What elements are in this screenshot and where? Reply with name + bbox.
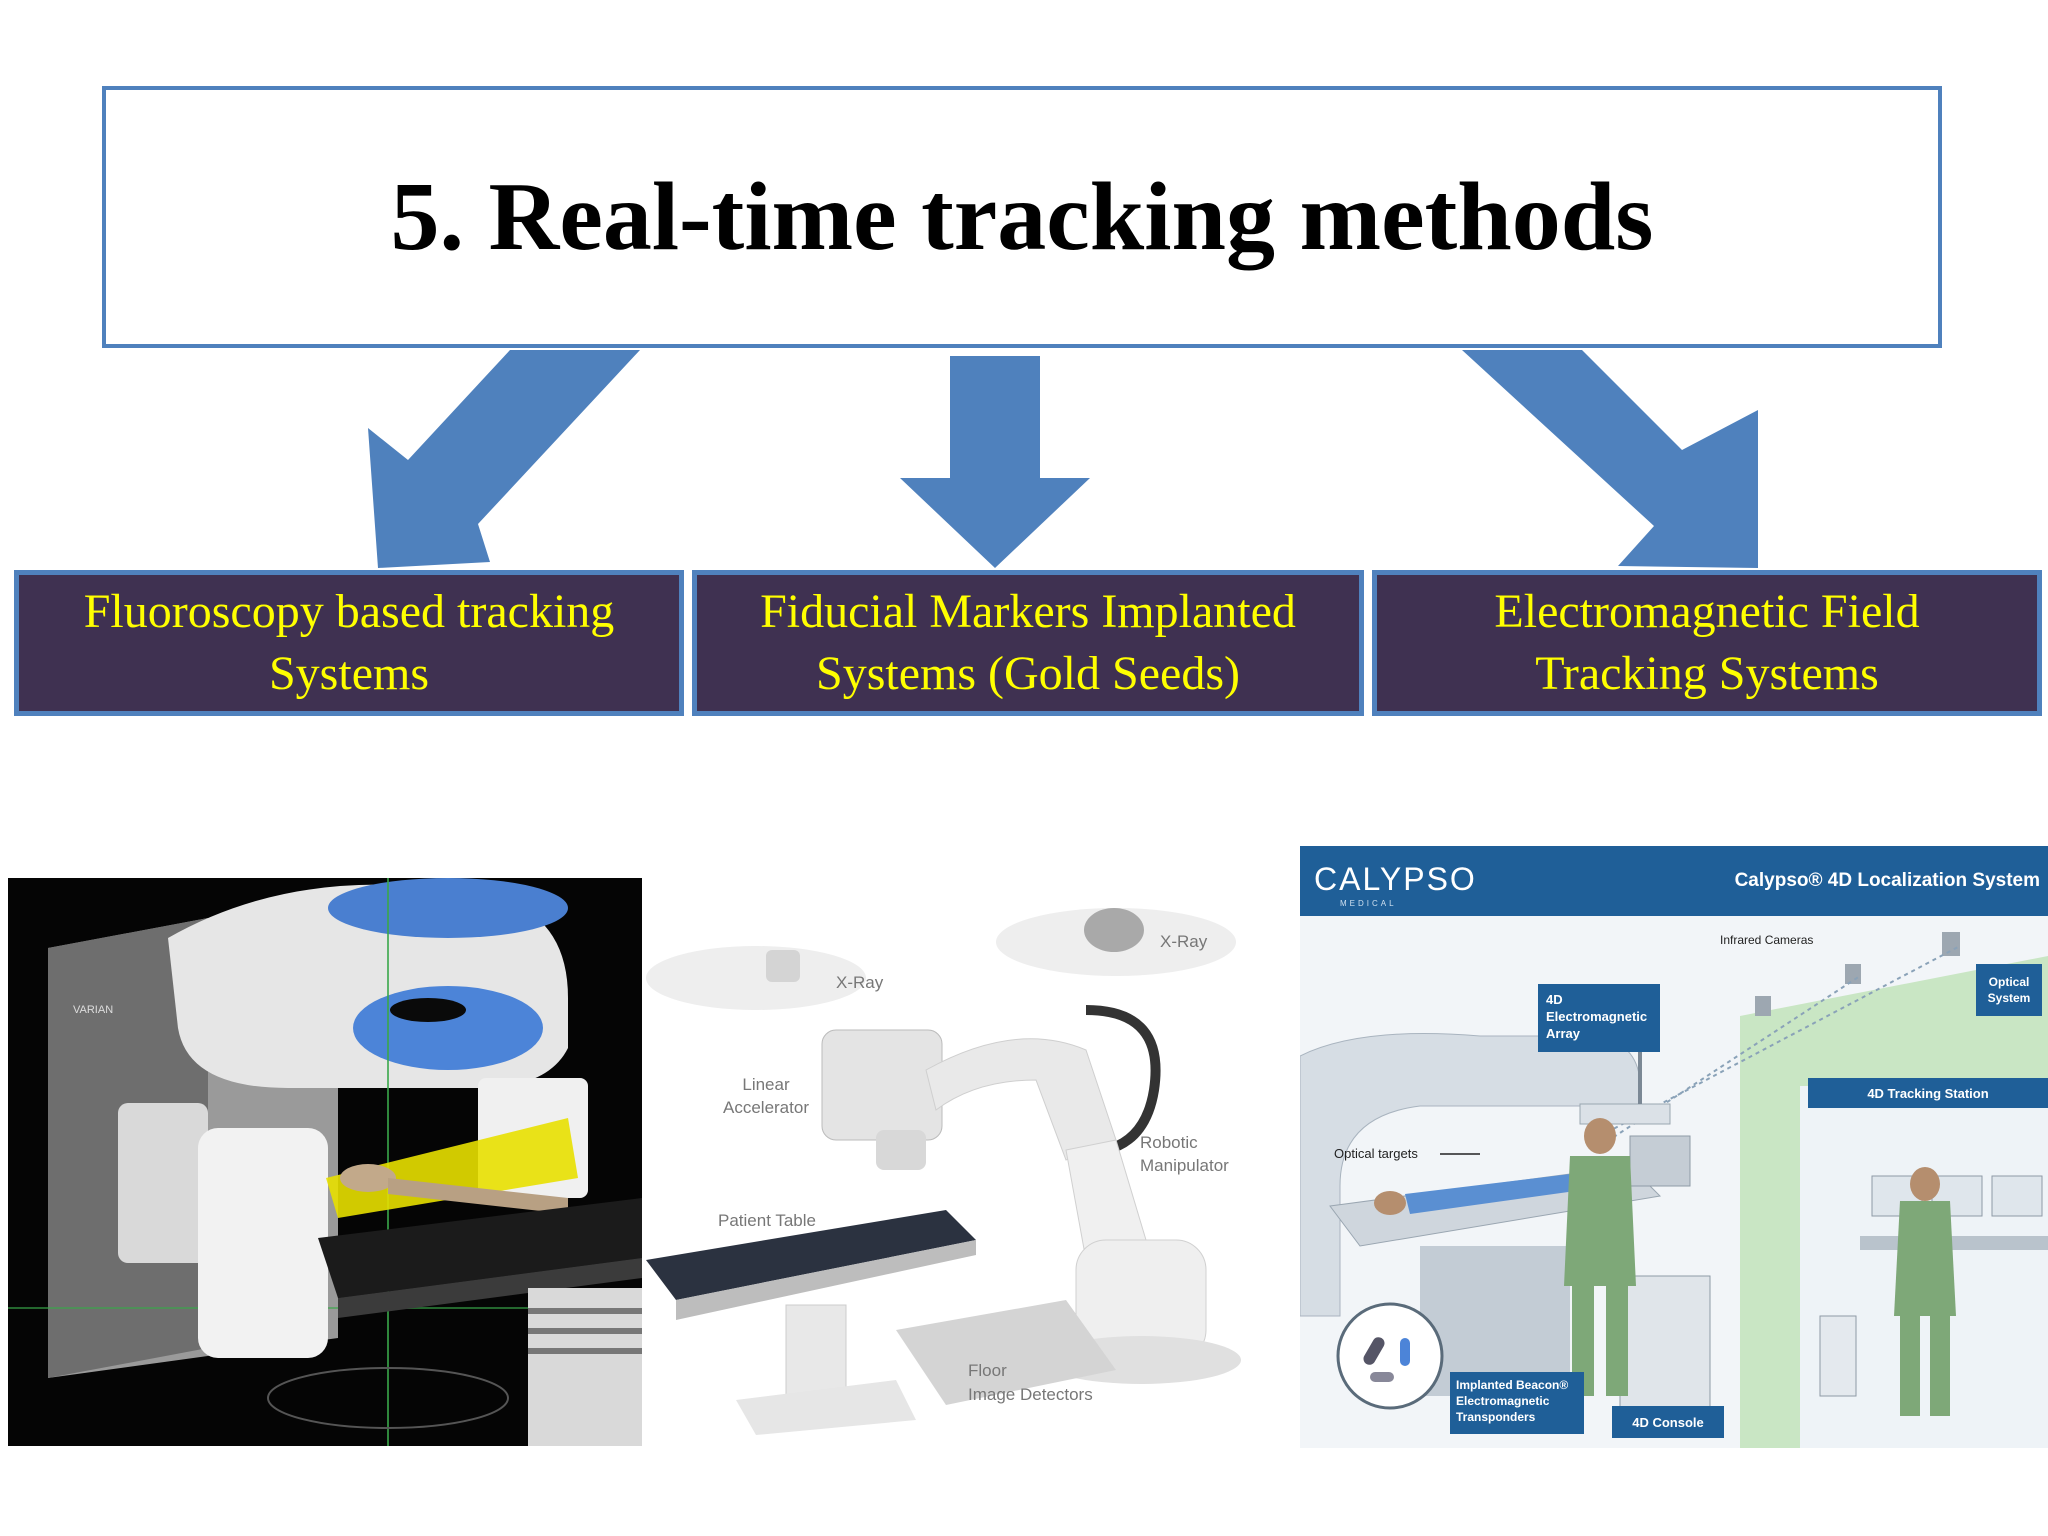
linac-image: VARIAN [8,878,642,1446]
arrow-center [900,356,1090,568]
linac-label-1: Linear [742,1075,790,1094]
floor-label-1: Floor [968,1361,1007,1380]
em-array-label-2: Electromagnetic [1546,1009,1647,1024]
optical-system-label-1: Optical [1989,975,2030,989]
slide-title: 5. Real-time tracking methods [390,163,1654,271]
patient-table-label: Patient Table [718,1211,816,1230]
arrow-right [1462,350,1758,568]
method-fiducial: Fiducial Markers Implanted Systems (Gold… [692,570,1364,716]
method-fiducial-label: Fiducial Markers Implanted Systems (Gold… [760,585,1296,700]
tracking-station-label: 4D Tracking Station [1867,1086,1988,1101]
em-array-label-3: Array [1546,1026,1581,1041]
method-electromagnetic-label: Electromagnetic Field Tracking Systems [1494,585,1920,700]
beacon-label-3: Transponders [1456,1410,1536,1424]
method-fluoroscopy: Fluoroscopy based tracking Systems [14,570,684,716]
method-fluoroscopy-label: Fluoroscopy based tracking Systems [83,585,615,700]
arrows-layer [368,350,1758,568]
arrow-left [368,350,640,568]
calypso-header: Calypso® 4D Localization System [1735,870,2040,891]
beacon-label-1: Implanted Beacon® [1456,1378,1568,1392]
robot-label-2: Manipulator [1140,1156,1229,1175]
xray-right-label: X-Ray [1160,932,1208,951]
calypso-image: CALYPSO MEDICAL Calypso® 4D Localization… [1300,846,2048,1448]
floor-label-2: Image Detectors [968,1385,1093,1404]
optical-targets-label: Optical targets [1334,1146,1418,1161]
method-electromagnetic: Electromagnetic Field Tracking Systems [1372,570,2042,716]
robot-label-1: Robotic [1140,1133,1198,1152]
em-array-label-1: 4D [1546,992,1563,1007]
calypso-logo: CALYPSO [1314,861,1477,897]
linac-logo: VARIAN [73,1004,113,1016]
title-box: 5. Real-time tracking methods [102,86,1942,348]
calypso-logo-sub: MEDICAL [1340,899,1397,908]
linac-label-2: Accelerator [723,1098,809,1117]
beacon-label-2: Electromagnetic [1456,1394,1550,1408]
cyberknife-image: X-Ray X-Ray Linear Accelerator Robotic M… [646,860,1292,1440]
console-label: 4D Console [1632,1415,1704,1430]
optical-system-label-2: System [1988,991,2031,1005]
xray-left-label: X-Ray [836,973,884,992]
infrared-cameras-label: Infrared Cameras [1720,933,1813,947]
